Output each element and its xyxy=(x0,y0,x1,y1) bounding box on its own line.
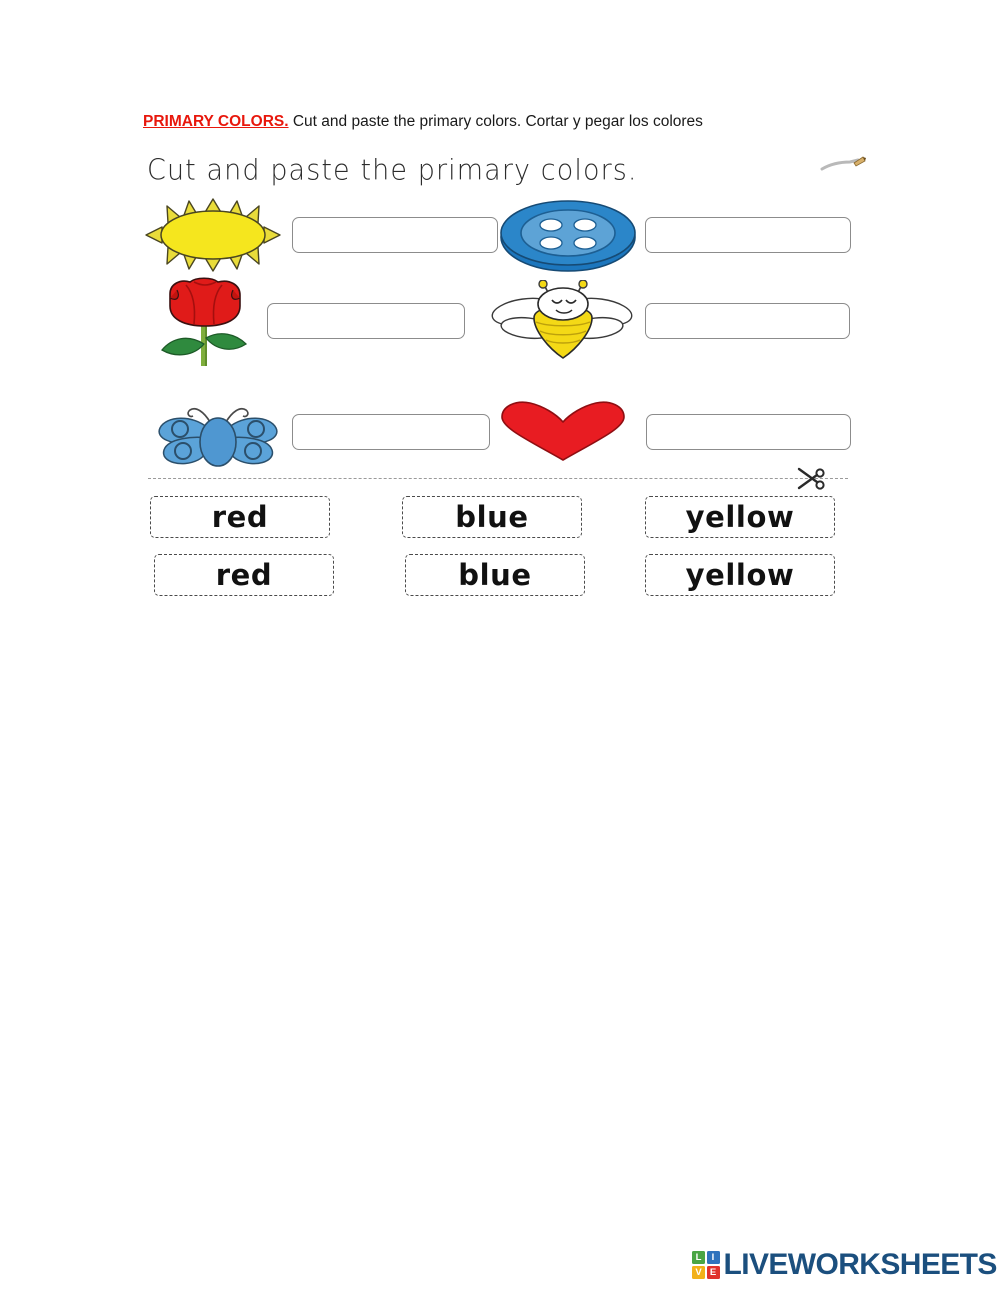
logo-letter-v: V xyxy=(692,1265,705,1279)
heart-icon xyxy=(501,401,625,461)
butterfly-icon xyxy=(158,407,278,467)
word-tag-red-1[interactable]: red xyxy=(150,496,330,538)
word-tag-label: blue xyxy=(455,499,529,534)
word-tag-yellow-2[interactable]: yellow xyxy=(645,554,835,596)
item-row xyxy=(140,196,860,274)
liveworksheets-wordmark: LIVEWORKSHEETS xyxy=(723,1248,998,1281)
word-tag-label: red xyxy=(215,557,273,592)
worksheet-sheet: Cut and paste the primary colors. xyxy=(140,148,866,618)
liveworksheets-logo[interactable]: L I V E LIVEWORKSHEETS xyxy=(692,1248,997,1282)
scissors-icon xyxy=(797,467,825,490)
item-cell-heart xyxy=(498,396,860,472)
instruction-line: PRIMARY COLORS. Cut and paste the primar… xyxy=(143,112,903,132)
heart-picture xyxy=(498,400,628,469)
logo-letter-l: L xyxy=(692,1251,705,1265)
word-tag-label: red xyxy=(211,499,269,534)
answer-box-butterfly[interactable] xyxy=(292,414,490,450)
answer-box-button[interactable] xyxy=(645,217,851,253)
pencil-icon xyxy=(820,156,866,171)
word-tag-yellow-1[interactable]: yellow xyxy=(645,496,835,538)
word-tag-blue-2[interactable]: blue xyxy=(405,554,585,596)
item-cell-butterfly xyxy=(144,396,494,472)
worksheet-heading: Cut and paste the primary colors. xyxy=(147,154,638,187)
item-cell-button xyxy=(498,196,860,274)
liveworksheets-logo-mark: L I V E xyxy=(692,1251,720,1279)
logo-letter-i: I xyxy=(706,1251,720,1265)
item-cell-sun xyxy=(144,196,498,277)
rose-picture xyxy=(150,276,260,371)
word-tag-blue-1[interactable]: blue xyxy=(402,496,582,538)
item-cell-bee xyxy=(491,276,860,366)
item-cell-rose xyxy=(144,276,494,366)
answer-box-rose[interactable] xyxy=(267,303,465,339)
butterfly-picture xyxy=(152,398,284,475)
answer-box-sun[interactable] xyxy=(292,217,498,253)
bee-picture xyxy=(490,279,636,365)
bee-icon xyxy=(491,279,633,359)
sun-picture xyxy=(144,198,282,277)
item-row xyxy=(140,396,860,472)
word-tag-label: yellow xyxy=(685,557,795,592)
logo-letter-e: E xyxy=(706,1265,720,1279)
word-tag-label: blue xyxy=(458,557,532,592)
item-row xyxy=(140,276,860,366)
button-icon xyxy=(500,200,636,272)
button-picture xyxy=(498,196,638,279)
word-tag-label: yellow xyxy=(685,499,795,534)
answer-box-heart[interactable] xyxy=(646,414,851,450)
instruction-title: PRIMARY COLORS. xyxy=(143,113,289,130)
cut-line xyxy=(148,478,848,479)
word-tag-red-2[interactable]: red xyxy=(154,554,334,596)
sun-icon xyxy=(145,198,281,272)
answer-box-bee[interactable] xyxy=(645,303,850,339)
rose-icon xyxy=(161,277,248,366)
instruction-description: Cut and paste the primary colors. Cortar… xyxy=(288,113,703,130)
